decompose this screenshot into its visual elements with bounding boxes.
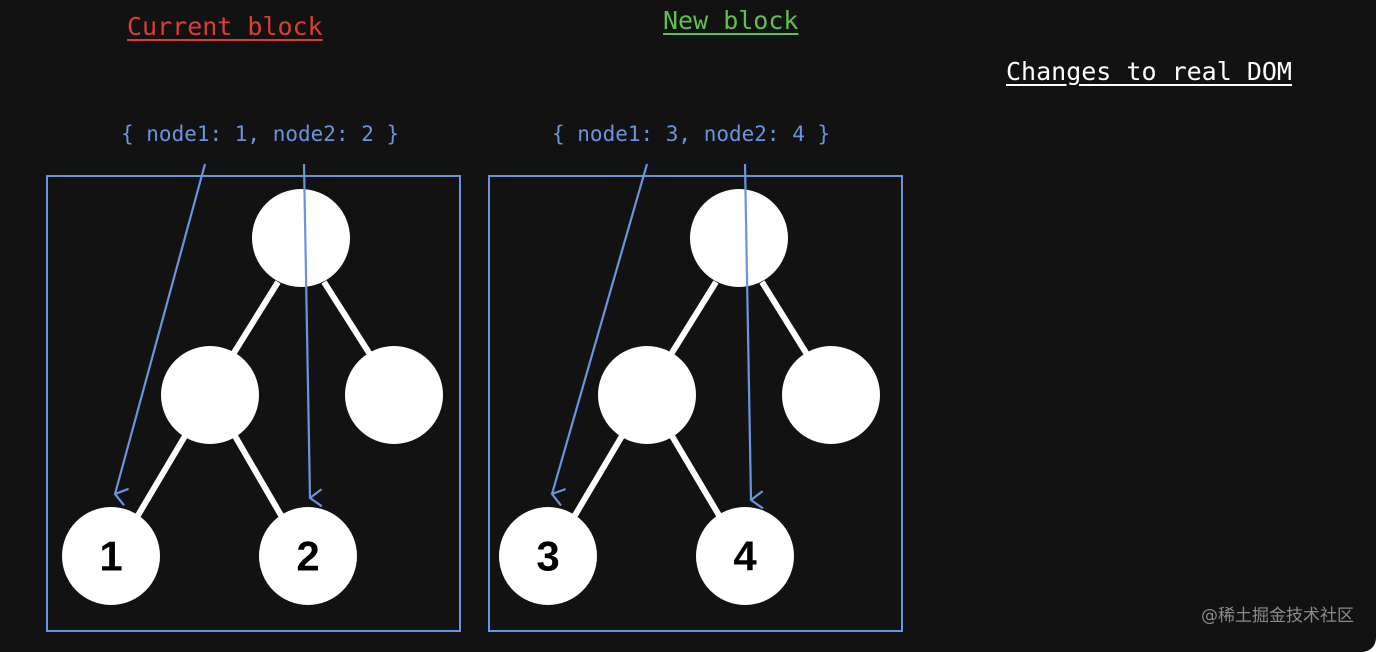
new-leaf-label-left: 3 [536,533,559,580]
watermark: @稀土掘金技术社区 [1201,606,1354,626]
current-edge-root-right [321,280,374,358]
current-block: 1 2 [46,163,461,632]
new-leaf-node-left [499,507,597,605]
current-leaf-label-right: 2 [296,533,319,580]
current-right-node [345,346,443,444]
new-right-node [782,346,880,444]
current-mid-node [161,346,259,444]
new-edge-mid-leaf4 [669,434,723,519]
current-block-frame [46,175,461,632]
new-block-frame [488,175,903,632]
current-edge-root-left [229,280,281,358]
current-leaf-label-left: 1 [99,533,122,580]
current-leaf-node-right [259,507,357,605]
new-block-title: New block [663,6,799,35]
new-leaf-node-right [696,507,794,605]
new-block: 3 4 [488,163,903,632]
new-root-node [690,189,788,287]
new-edge-mid-leaf3 [571,434,625,519]
current-leaf-node-left [62,507,160,605]
current-node2-pointer-arrow [302,163,323,507]
new-edge-root-left [667,280,719,358]
current-node-mapping: { node1: 1, node2: 2 } [121,122,400,146]
new-mid-node [598,346,696,444]
current-root-node [252,189,350,287]
current-block-title: Current block [127,12,323,41]
changes-to-real-dom-title: Changes to real DOM [1006,57,1292,86]
current-node1-pointer-arrow [113,163,207,506]
new-node1-pointer-arrow [550,163,649,506]
new-edge-root-right [759,280,811,358]
new-node2-pointer-arrow [743,163,764,509]
new-node-mapping: { node1: 3, node2: 4 } [552,122,831,146]
current-edge-mid-leaf2 [232,434,285,519]
current-edge-mid-leaf1 [134,434,188,519]
new-leaf-label-right: 4 [733,533,757,580]
